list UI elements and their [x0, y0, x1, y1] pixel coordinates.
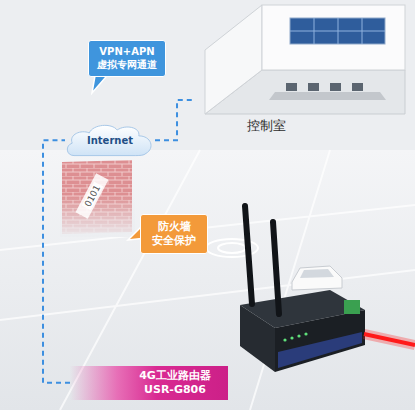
node-text: 4G工业路由器 USR-G806 — [132, 369, 218, 397]
antenna — [245, 206, 252, 304]
node-text: 防火墙 安全保护 — [149, 220, 199, 248]
video-wall — [290, 18, 385, 44]
data-stream — [75, 173, 108, 218]
internet-cloud: Internet — [65, 122, 155, 159]
car — [292, 266, 342, 290]
cloud-outline — [67, 125, 151, 155]
ground — [0, 150, 415, 410]
node-text: VPN+APN 虚拟专网通道 — [96, 46, 158, 71]
laser-glow — [364, 334, 415, 345]
router-front — [275, 310, 365, 372]
desk — [269, 92, 386, 100]
antenna — [273, 222, 279, 314]
laser-beam — [364, 334, 415, 345]
room-wall — [262, 5, 405, 70]
ground-lines — [0, 150, 415, 410]
vpn-callout: VPN+APN 虚拟专网通道 — [88, 40, 166, 77]
node-text: 控制室 — [247, 118, 407, 134]
monitor — [286, 83, 297, 91]
led — [304, 332, 307, 335]
terminal-block — [344, 300, 360, 314]
led — [290, 336, 293, 339]
firewall-fade — [60, 195, 135, 237]
dashed-link — [155, 100, 195, 140]
led — [283, 338, 286, 341]
monitor — [330, 83, 341, 91]
router-label: 4G工业路由器 USR-G806 — [70, 366, 228, 400]
room-wall — [205, 5, 262, 114]
router-panel — [278, 332, 362, 368]
car-window — [300, 269, 334, 278]
video-wall-grid — [290, 18, 385, 44]
firewall-callout: 防火墙 安全保护 — [140, 214, 208, 254]
node-text: Internet — [87, 135, 133, 148]
led — [297, 334, 300, 337]
monitor — [352, 83, 363, 91]
dashed-link — [43, 140, 70, 383]
router-side — [240, 305, 275, 372]
data-stream-label: 0101 — [81, 182, 102, 210]
control-room: 控制室 — [195, 0, 410, 145]
signal-ring — [218, 243, 246, 253]
monitor — [308, 83, 319, 91]
